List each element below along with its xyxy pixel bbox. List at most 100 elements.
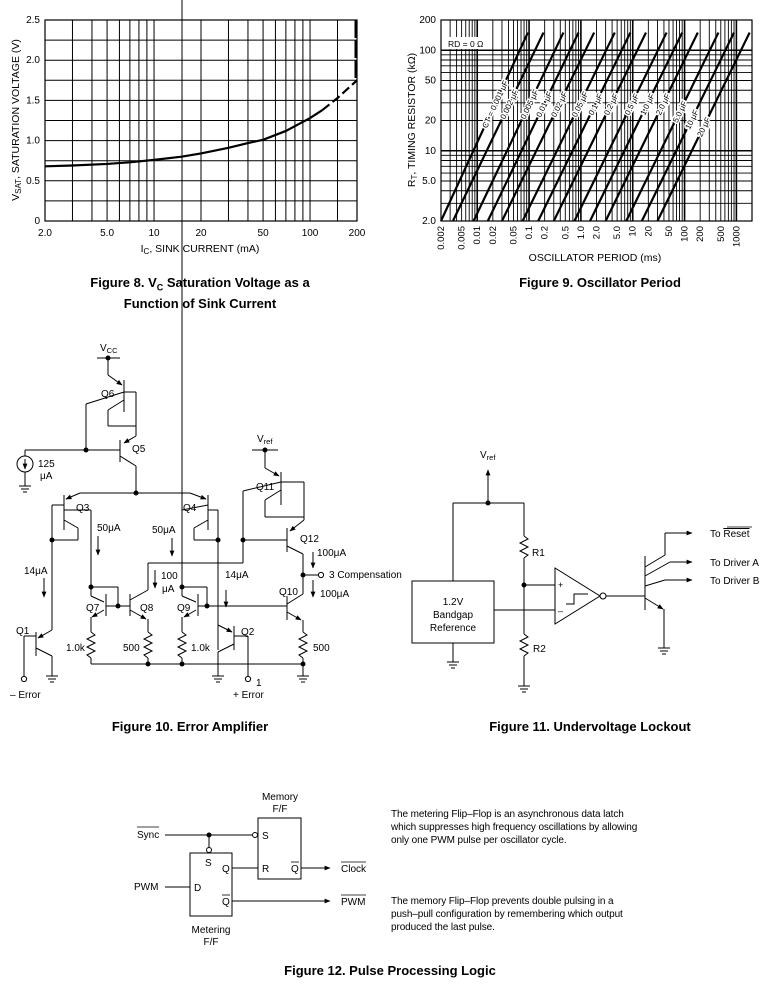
metering-d-pin: D [194, 883, 201, 894]
fig9-xtick: 0.02 [488, 226, 499, 245]
fig8-xtick: 2.0 [38, 228, 52, 239]
figure-8-caption: Figure 8. VC Saturation Voltage as a Fun… [90, 275, 310, 311]
i100a-label: 100 [161, 571, 178, 582]
metering-ff-box [189, 852, 233, 917]
fig8-xtick: 10 [148, 228, 160, 239]
fig9-series-label: 0.2 μF [601, 91, 622, 119]
memory-r-pin: R [262, 864, 269, 875]
memory-ff-box [257, 817, 302, 880]
fig9-series-line [552, 32, 647, 222]
memory-qbar-pin: Q [291, 864, 299, 875]
fig9-series-line [640, 32, 736, 222]
memory-ff-subtitle: F/F [273, 804, 288, 815]
plus-error-pin-number: 1 [256, 678, 262, 689]
to-driver-a-label: To Driver A [710, 558, 759, 569]
figure-12-caption: Figure 12. Pulse Processing Logic [284, 963, 496, 978]
minus-error-pin-label: – Error [10, 690, 41, 701]
fig9-series-line [656, 32, 751, 222]
q11-label: Q11 [256, 482, 275, 493]
pwm-input-label: PWM [134, 882, 158, 893]
fig9-plot-frame [440, 19, 753, 222]
fig9-series-line [625, 32, 720, 222]
r-500-b-label: 500 [313, 643, 330, 654]
fig9-ytick: 2.0 [422, 216, 436, 227]
fig9-xtick: 0.01 [472, 226, 483, 245]
fig9-series-label-text: 20 μF [695, 116, 712, 139]
q4-label: Q4 [183, 503, 197, 514]
figure-10-labels: VCC Q6 Q5 125 μA Q3 Q4 50μA 50μA 14μA 14… [10, 343, 402, 701]
fig8-xtick: 100 [302, 228, 319, 239]
fig10-vref-label: Vref [257, 434, 273, 446]
fig9-series-label: 2.0 μF [653, 91, 674, 119]
figure-12-labels: Memory F/F Metering F/F Sync PWM S R Q S… [134, 792, 367, 948]
i14a-label: 14μA [24, 566, 48, 577]
fig9-ytick: 10 [425, 146, 437, 157]
fig8-plot-frame [44, 19, 358, 222]
reference-label: Reference [430, 623, 477, 634]
compensation-pin-label: 3 Compensation [329, 570, 402, 581]
fig9-series-label-text: 2.0 μF [654, 92, 672, 117]
fig8-xtick: 200 [349, 228, 366, 239]
fig9-xtick: 1000 [731, 226, 742, 247]
r-500-a-label: 500 [123, 643, 140, 654]
i125-label: 125 [38, 459, 55, 470]
fig8-ytick: 0.5 [26, 176, 40, 187]
r-1k-b-label: 1.0k [191, 643, 211, 654]
fig9-ytick: 5.0 [422, 176, 436, 187]
plus-error-pin-label: + Error [233, 690, 265, 701]
fig9-series-line [521, 32, 616, 222]
to-reset-label: To Reset [710, 529, 750, 540]
fig8-series-line [44, 109, 323, 168]
q10-label: Q10 [279, 587, 298, 598]
fig9-xtick: 5.0 [612, 226, 623, 239]
metering-s-pin: S [205, 858, 212, 869]
fig9-xtick: 100 [680, 226, 691, 242]
fig8-xtick: 50 [258, 228, 270, 239]
memory-ff-description: The memory Flip–Flop prevents double pul… [391, 896, 623, 933]
fig8-xtick: 20 [195, 228, 207, 239]
fig9-grid [441, 20, 752, 221]
figure-11-caption: Figure 11. Undervoltage Lockout [489, 719, 691, 734]
fig9-annotation-bg [446, 37, 484, 49]
fig8-ytick: 2.5 [26, 15, 40, 26]
i100c-label: 100μA [317, 548, 346, 559]
fig9-xtick: 0.05 [508, 226, 519, 245]
i14b-label: 14μA [225, 570, 249, 581]
fig9-xtick: 0.1 [524, 226, 535, 239]
fig9-xtick: 0.5 [560, 226, 571, 239]
fig9-ytick: 100 [419, 45, 436, 56]
fig8-ytick: 2.0 [26, 55, 40, 66]
fig9-xtick: 1.0 [576, 226, 587, 239]
memory-s-pin: S [262, 831, 269, 842]
fig9-series-line [451, 32, 545, 222]
q8-label: Q8 [140, 603, 154, 614]
metering-qbar-pin: Q [222, 897, 230, 908]
fig8-xlabel: IC, SINK CURRENT (mA) [141, 243, 260, 256]
fig9-ylabel: RT, TIMING RESISTOR (kΩ) [406, 53, 419, 187]
figure-9-chart: CT = 0.001 μF0.002 μF0.005 μF0.01 μF0.02… [406, 15, 753, 264]
fig8-ylabel: VSAT, SATURATION VOLTAGE (V) [10, 39, 23, 201]
q9-label: Q9 [177, 603, 191, 614]
fig9-series-label-text: 0.2 μF [602, 92, 620, 117]
fig8-series-line [321, 79, 358, 111]
metering-ff-title: Metering [192, 925, 231, 936]
fig9-xtick: 0.2 [540, 226, 551, 239]
i50b-label: 50μA [152, 525, 176, 536]
q2-label: Q2 [241, 627, 255, 638]
to-driver-b-label: To Driver B [710, 576, 760, 587]
figure-11-labels: Vref R1 R2 1.2V Bandgap Reference + – To… [430, 450, 760, 655]
fig8-xtick: 5.0 [100, 228, 114, 239]
fig9-series-line [573, 32, 668, 222]
r-1k-a-label: 1.0k [66, 643, 86, 654]
comparator-plus-label: + [558, 580, 563, 590]
fig9-series-line [472, 32, 565, 222]
fig9-xtick: 500 [716, 226, 727, 242]
memory-ff-title: Memory [262, 792, 298, 803]
metering-ff-subtitle: F/F [204, 937, 219, 948]
q1-label: Q1 [16, 626, 30, 637]
pwm-output-label: PWM [341, 897, 365, 908]
fig8-grid [44, 19, 358, 222]
fig8-ytick: 0 [34, 216, 40, 227]
fig9-xtick: 10 [628, 226, 639, 237]
